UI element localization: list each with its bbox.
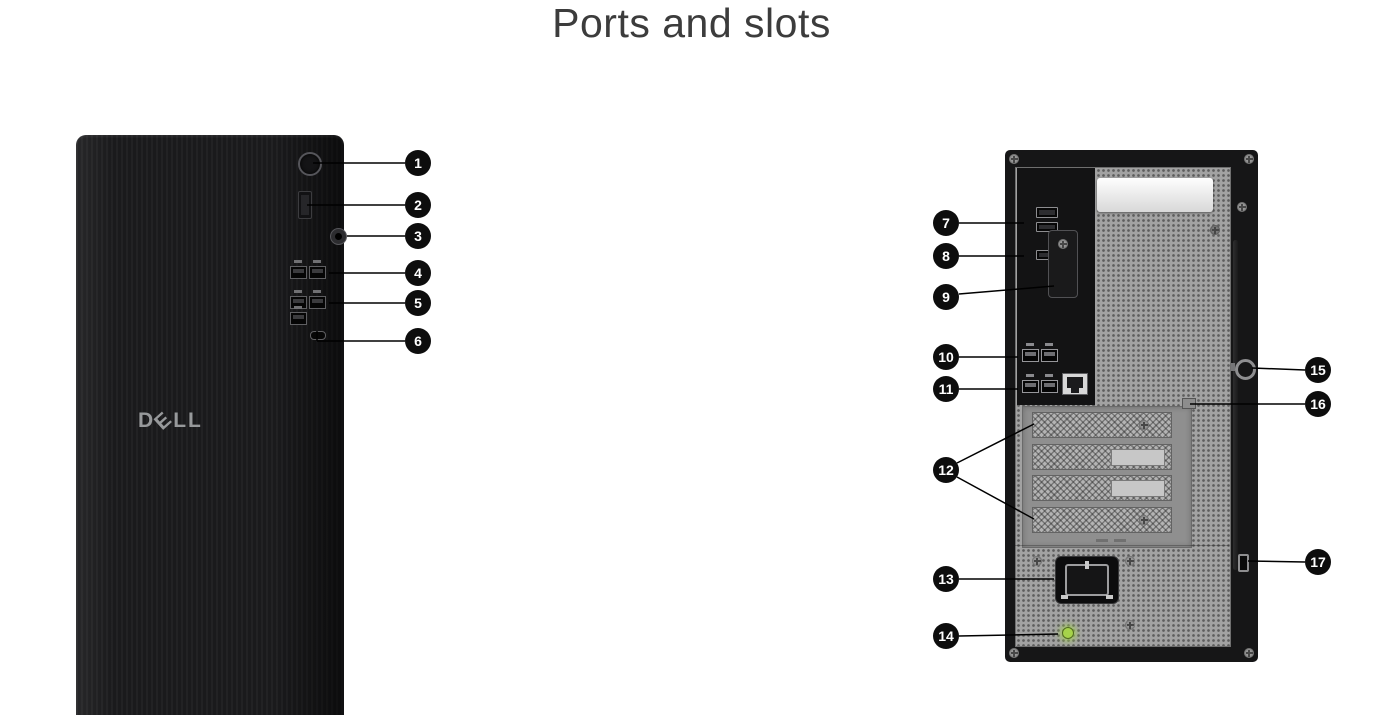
power-supply-diagnostic-light <box>1062 627 1074 639</box>
headset-jack <box>330 228 347 245</box>
screw <box>1139 420 1149 430</box>
psu-seam <box>1015 545 1229 546</box>
page-title: Ports and slots <box>552 0 831 46</box>
vent-dash <box>1114 539 1126 542</box>
expansion-slot-cover <box>1032 475 1172 501</box>
displayport-icon <box>1036 207 1058 218</box>
screw <box>1125 620 1135 630</box>
slot-filler-tab <box>1111 449 1165 466</box>
front-tower-illustration: DELL <box>76 135 347 715</box>
rear-tower-illustration <box>1005 150 1258 662</box>
usb-port-icon <box>290 260 307 279</box>
expansion-slot-cover <box>1032 444 1172 470</box>
screw <box>1032 556 1042 566</box>
callout-power-supply-diagnostic-light: 14 <box>933 623 959 649</box>
screw <box>1058 239 1068 249</box>
screw <box>1244 154 1254 164</box>
callout-expansion-card-slots: 12 <box>933 457 959 483</box>
ethernet-port <box>1062 373 1088 395</box>
sd-card-reader-slot <box>298 191 312 219</box>
screw <box>1237 202 1247 212</box>
padlock-ring <box>1235 359 1256 380</box>
callout-padlock-ring: 15 <box>1305 357 1331 383</box>
dell-logo-letter: D <box>138 409 156 432</box>
callout-video-port-lower: 8 <box>933 243 959 269</box>
usb-port-icon <box>1022 343 1039 362</box>
power-pin <box>1085 561 1089 569</box>
power-pin <box>1061 595 1068 599</box>
screw <box>1139 515 1149 525</box>
usb-port-icon <box>309 260 326 279</box>
callout-optional-port-slot: 9 <box>933 284 959 310</box>
side-panel-groove <box>1233 240 1238 570</box>
callout-front-usb-ports-top: 4 <box>405 260 431 286</box>
screw <box>1009 648 1019 658</box>
security-cable-slot <box>1238 554 1249 572</box>
service-label <box>1097 178 1213 212</box>
release-latch <box>1182 398 1196 409</box>
callout-front-usb-ports-middle: 5 <box>405 290 431 316</box>
callout-rear-usb-ports-top: 10 <box>933 344 959 370</box>
expansion-slot-cover <box>1032 412 1172 438</box>
callout-release-latch: 16 <box>1305 391 1331 417</box>
screw <box>1009 154 1019 164</box>
power-button <box>298 152 322 176</box>
callout-power-connector: 13 <box>933 566 959 592</box>
screw <box>1125 556 1135 566</box>
expansion-slot-cover <box>1032 507 1172 533</box>
callout-power-button: 1 <box>405 150 431 176</box>
hdmi-port-icon <box>1036 222 1058 232</box>
usb-type-c-port-icon <box>310 331 326 340</box>
power-connector <box>1055 556 1119 604</box>
usb-port-icon <box>309 290 326 309</box>
callout-rear-usb-and-ethernet-ports: 11 <box>933 376 959 402</box>
screw <box>1244 648 1254 658</box>
callout-sd-card-reader: 2 <box>405 192 431 218</box>
dell-logo: DELL <box>138 407 203 435</box>
usb-port-icon <box>290 306 307 325</box>
optional-port-blank <box>1048 230 1078 298</box>
padlock-ring-base <box>1231 363 1235 371</box>
usb-port-icon <box>1022 374 1039 393</box>
vent-dash <box>1096 539 1108 542</box>
dell-logo-letters: LL <box>173 409 203 432</box>
callout-security-cable-slot: 17 <box>1305 549 1331 575</box>
callout-video-ports-upper: 7 <box>933 210 959 236</box>
usb-port-icon <box>1041 374 1058 393</box>
screw <box>1210 225 1220 235</box>
callout-headset-jack: 3 <box>405 223 431 249</box>
slot-filler-tab <box>1111 480 1165 497</box>
callout-front-usb-type-c-port: 6 <box>405 328 431 354</box>
power-pin <box>1106 595 1113 599</box>
usb-port-icon <box>1041 343 1058 362</box>
